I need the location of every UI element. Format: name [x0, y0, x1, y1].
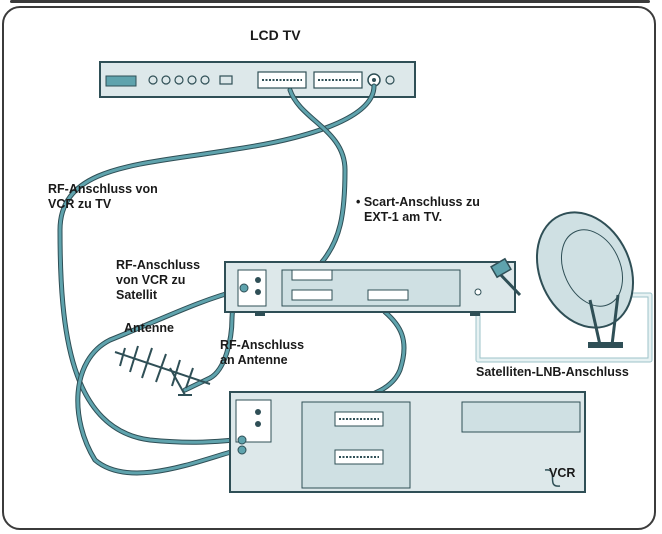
- top-rule: [10, 0, 650, 3]
- rf-antenne-label-line2: an Antenne: [220, 353, 288, 367]
- satellite-receiver-device: [224, 261, 516, 316]
- rf-vcr-tv-label-line2: VCR zu TV: [48, 197, 112, 211]
- antenne-label: Antenne: [124, 321, 174, 335]
- rf-vcr-sat-label-line1: RF-Anschluss: [116, 258, 201, 272]
- scart-label-line2: EXT-1 am TV.: [364, 210, 443, 224]
- rf-vcr-sat-label-line3: Satellit: [116, 288, 157, 302]
- rf-vcr-sat-label-line2: von VCR zu: [116, 273, 186, 287]
- lcd-tv-device: [99, 61, 416, 98]
- rf-vcr-tv-label-line1: RF-Anschluss von: [48, 182, 158, 196]
- rf-antenne-label-line1: RF-Anschluss: [220, 338, 305, 352]
- satellite-dish-icon: [490, 211, 635, 348]
- lcd-tv-label: LCD TV: [250, 27, 301, 43]
- antenna-icon: [114, 345, 211, 396]
- vcr-label: VCR: [549, 466, 576, 480]
- scart-label-line1: • Scart-Anschluss zu: [356, 195, 480, 209]
- satelliten-lnb-label: Satelliten-LNB-Anschluss: [476, 365, 629, 379]
- vcr-device: [229, 391, 586, 493]
